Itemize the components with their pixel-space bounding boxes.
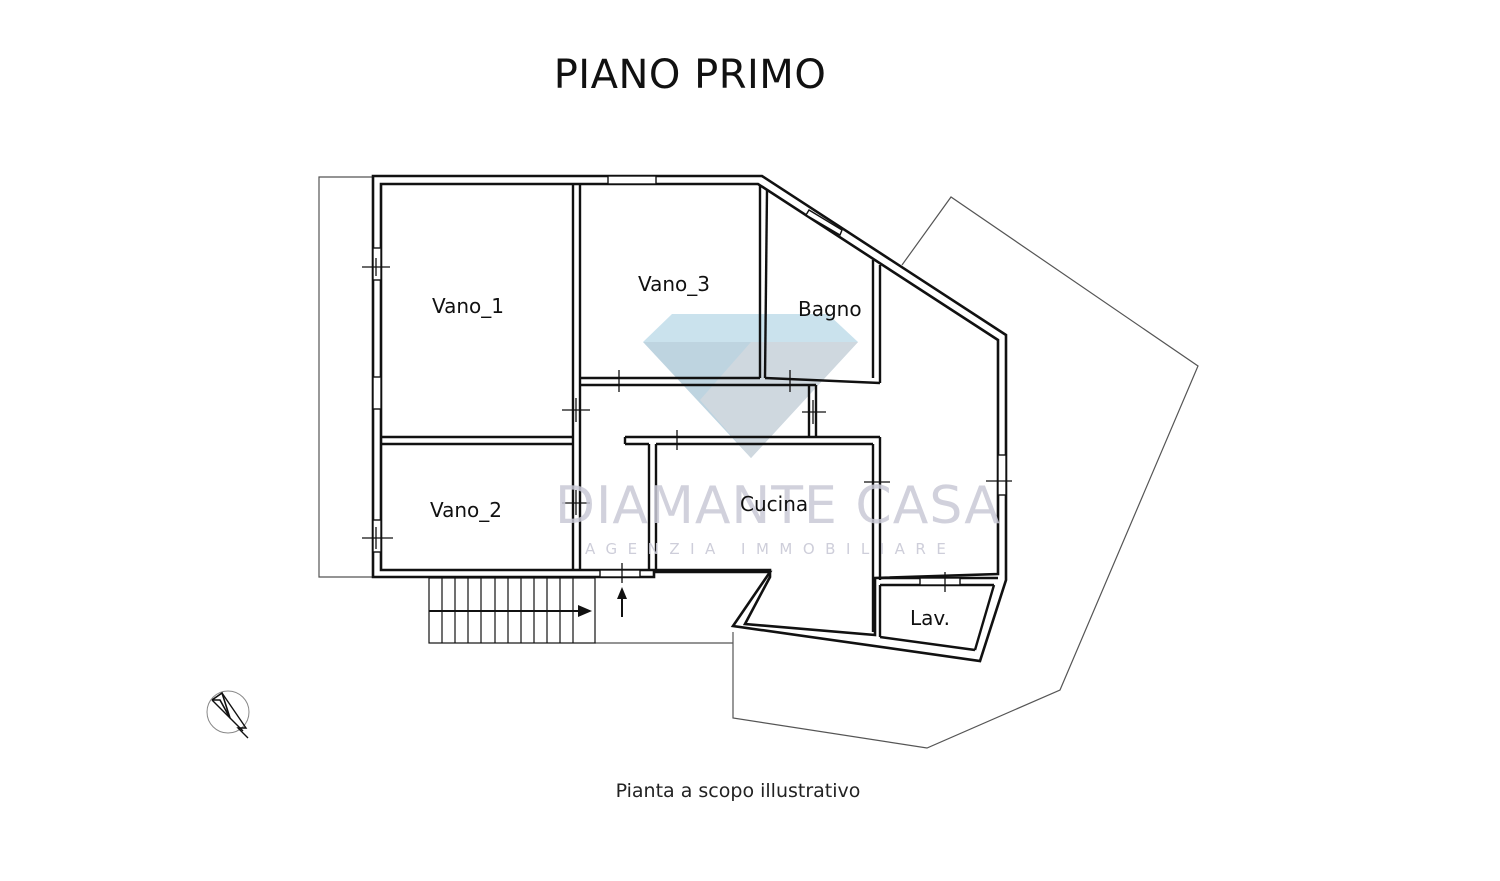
room-label-vano-2: Vano_2: [430, 498, 503, 522]
room-label-bagno: Bagno: [798, 297, 862, 321]
entrance-arrow-icon: [617, 587, 627, 617]
north-arrow-icon: [206, 690, 250, 739]
windows: [372, 175, 1007, 586]
page-title: PIANO PRIMO: [553, 52, 827, 98]
caption: Pianta a scopo illustrativo: [615, 780, 861, 802]
site-outline: [318, 176, 1199, 749]
room-label-vano-1: Vano_1: [432, 294, 505, 318]
room-label-vano-3: Vano_3: [638, 272, 711, 296]
door-marks: [362, 258, 1012, 592]
room-label-lav: Lav.: [910, 606, 951, 630]
watermark-name: DIAMANTE CASA: [555, 476, 1001, 536]
stairs-arrow-icon: [429, 605, 592, 617]
interior-walls: [381, 184, 998, 652]
room-label-cucina: Cucina: [740, 492, 809, 516]
watermark-diamond-icon: [643, 314, 858, 458]
watermark-tagline: AGENZIA IMMOBILIARE: [585, 540, 957, 558]
